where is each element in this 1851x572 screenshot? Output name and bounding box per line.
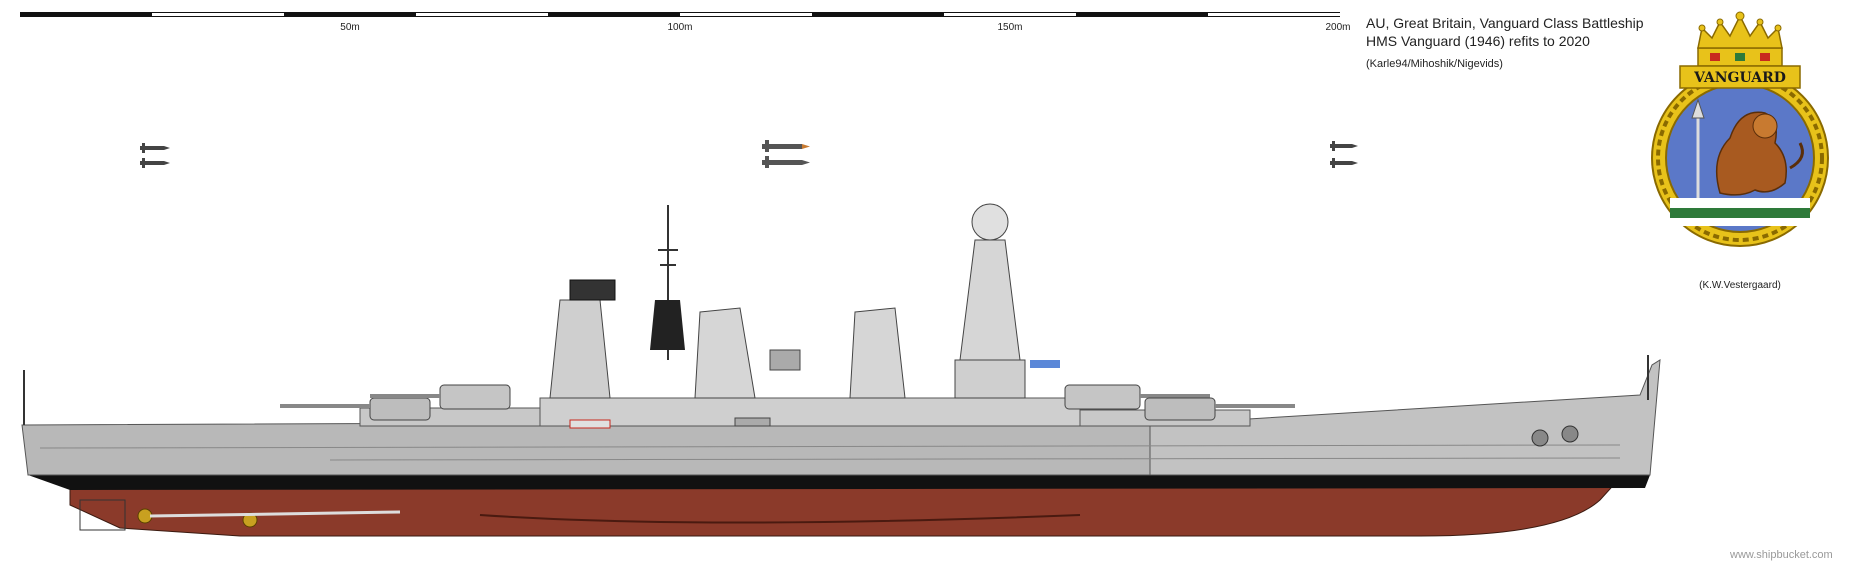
lion-icon [1715, 111, 1804, 196]
main-tower [954, 203, 1060, 399]
scale-segment [944, 12, 1076, 17]
aster-missile-icon [140, 158, 170, 168]
boot-topping [28, 475, 1650, 490]
crest-credit: (K.W.Vestergaard) [1699, 280, 1781, 291]
main-turret-x [370, 384, 511, 410]
ship-boat [734, 417, 771, 427]
aster-missile-icon [1330, 141, 1358, 151]
scale-segment [284, 12, 416, 17]
propeller-icon [79, 499, 401, 531]
mid-funnel-fwd [849, 307, 906, 399]
watermark: www.shipbucket.com [1730, 549, 1833, 561]
scale-segment [680, 12, 812, 17]
main-turret-y [280, 397, 431, 421]
scale-segment [152, 12, 284, 17]
main-turret-b [1064, 384, 1210, 410]
scale-segment [812, 12, 944, 17]
ship-class-title: AU, Great Britain, Vanguard Class Battle… [1366, 15, 1644, 31]
main-deck-house [539, 397, 1081, 427]
scale-segment [1076, 12, 1208, 17]
bilge-keel [479, 514, 1081, 524]
scale-bar: 50m 100m 150m 200m [20, 12, 1351, 38]
aster-missile-icon [140, 143, 170, 153]
crest-ship-name: VANGUARD [1693, 70, 1786, 86]
drawing-credits: (Karle94/Mihoshik/Nigevids) [1366, 58, 1503, 70]
scale-segment [20, 12, 152, 17]
scale-segment [416, 12, 548, 17]
aster-missile-icon [1330, 158, 1358, 168]
aft-mast [650, 205, 685, 360]
mid-funnel-aft [694, 307, 756, 399]
title-block: AU, Great Britain, Vanguard Class Battle… [1366, 14, 1644, 72]
ship-boat [569, 419, 611, 429]
spear-icon [1691, 98, 1705, 198]
cruise-missile-icon [762, 156, 810, 168]
scale-segment [1208, 12, 1340, 17]
forecastle [1149, 359, 1661, 476]
scale-tick-label: 100m [667, 22, 693, 33]
cruise-missile-icon [762, 140, 810, 152]
scale-tick-label: 150m [997, 22, 1023, 33]
scale-segment [548, 12, 680, 17]
main-turret-a [1144, 397, 1295, 421]
ciws-mount [769, 349, 801, 371]
scale-tick-label: 200m [1325, 22, 1351, 33]
anchor-icon [1561, 425, 1579, 443]
aft-mack [549, 279, 616, 399]
anchor-icon [1531, 429, 1549, 447]
ship-crest: VANGUARD [1651, 11, 1829, 247]
ship-refit-title: HMS Vanguard (1946) refits to 2020 [1366, 33, 1590, 49]
scale-tick-label: 50m [340, 22, 360, 33]
naval-crown-icon [1697, 11, 1783, 67]
